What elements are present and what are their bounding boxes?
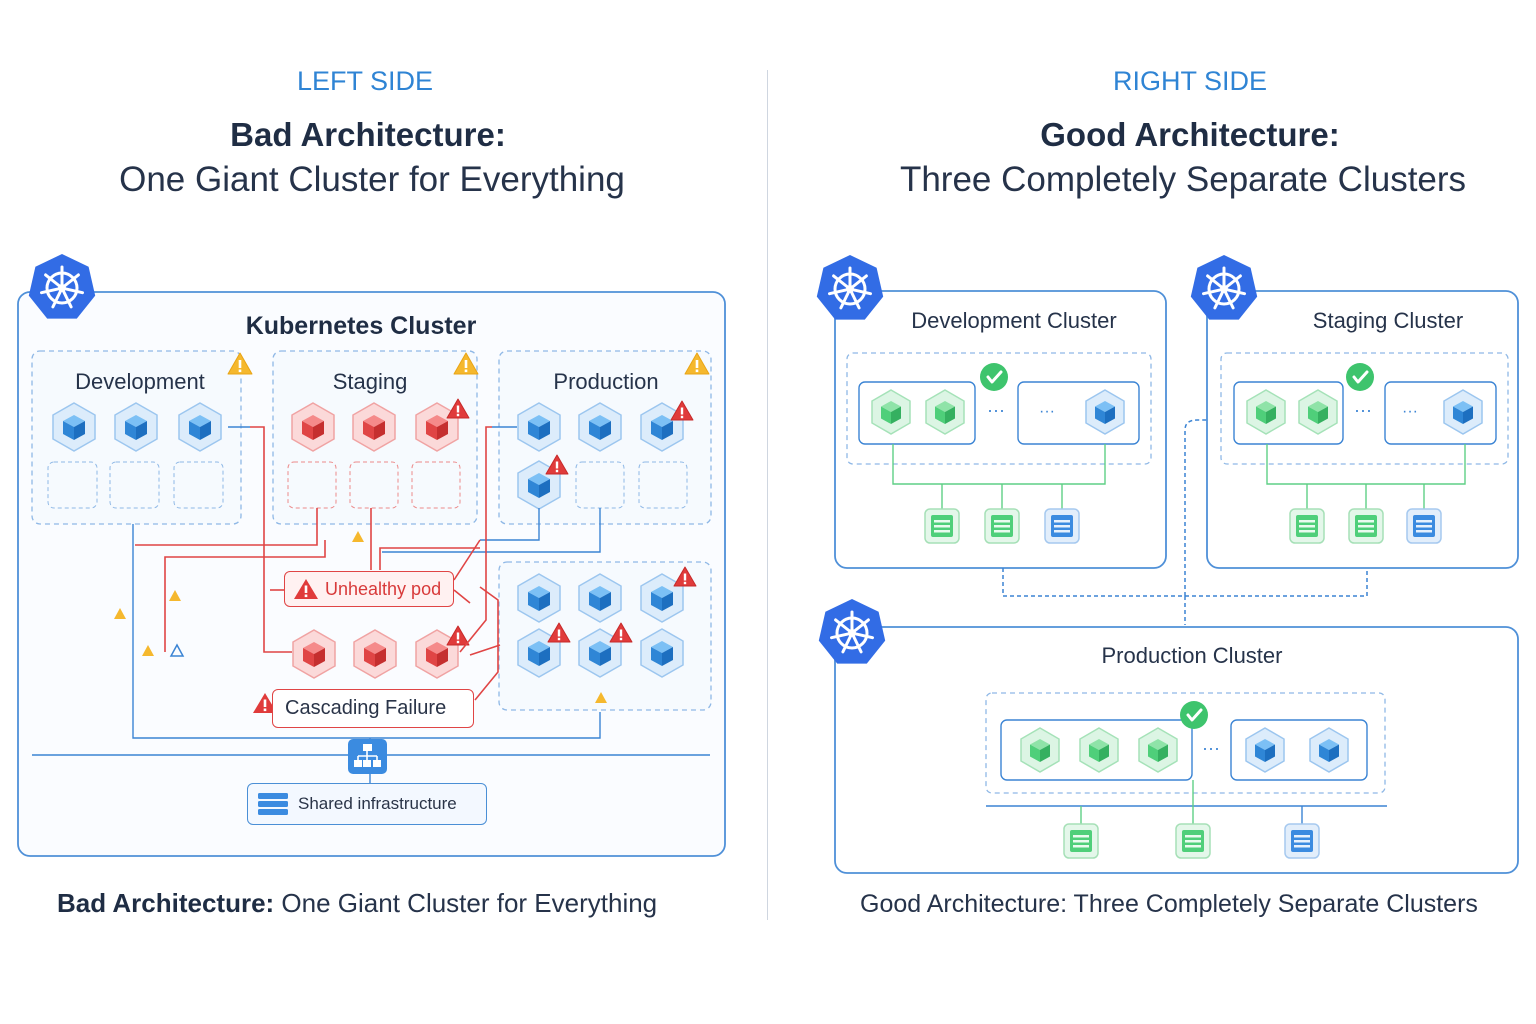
unhealthy-pod-label: Unhealthy pod bbox=[325, 578, 442, 599]
right-title: Good Architecture: bbox=[1040, 116, 1340, 153]
svg-text:···: ··· bbox=[1039, 403, 1055, 420]
svg-text:···: ··· bbox=[1402, 403, 1418, 420]
svg-text:···: ··· bbox=[1354, 400, 1372, 420]
info-triangle-icon bbox=[169, 643, 185, 657]
error-triangle-icon bbox=[294, 579, 318, 599]
network-hub-icon bbox=[348, 739, 387, 774]
server-stack-icon bbox=[1044, 508, 1080, 544]
production-label: Production bbox=[553, 369, 659, 394]
server-stack-icon bbox=[984, 508, 1020, 544]
right-side-label: RIGHT SIDE bbox=[1112, 66, 1268, 96]
right-subtitle: Three Completely Separate Clusters bbox=[899, 160, 1467, 199]
unhealthy-pod-alert: Unhealthy pod bbox=[284, 571, 454, 607]
left-caption: Bad Architecture: One Giant Cluster for … bbox=[57, 888, 657, 919]
server-stack-icon bbox=[1063, 823, 1099, 859]
check-circle-icon bbox=[1344, 361, 1376, 393]
server-stack-icon bbox=[1284, 823, 1320, 859]
left-title: Bad Architecture: bbox=[230, 116, 506, 153]
server-stack-icon bbox=[924, 508, 960, 544]
svg-text:···: ··· bbox=[987, 400, 1005, 420]
server-stack-icon bbox=[258, 793, 288, 815]
left-caption-bold: Bad Architecture: bbox=[57, 888, 275, 918]
server-stack-icon bbox=[1406, 508, 1442, 544]
staging-cluster-frame bbox=[1206, 290, 1519, 569]
development-label: Development bbox=[75, 369, 205, 394]
check-circle-icon bbox=[978, 361, 1010, 393]
staging-label: Staging bbox=[332, 369, 408, 394]
production-cluster-label: Production Cluster bbox=[1101, 643, 1283, 668]
server-stack-icon bbox=[1289, 508, 1325, 544]
development-cluster-frame bbox=[834, 290, 1167, 569]
kubernetes-cluster-label: Kubernetes Cluster bbox=[245, 312, 477, 340]
left-side-label: LEFT SIDE bbox=[296, 66, 434, 96]
check-circle-icon bbox=[1178, 699, 1210, 731]
error-triangle-icon bbox=[253, 693, 277, 713]
right-caption: Good Architecture: Three Completely Sepa… bbox=[860, 890, 1478, 918]
shared-infrastructure-box: Shared infrastructure bbox=[247, 783, 487, 825]
svg-text:···: ··· bbox=[1202, 738, 1220, 758]
development-cluster-label: Development Cluster bbox=[911, 308, 1117, 333]
server-stack-icon bbox=[1175, 823, 1211, 859]
center-divider bbox=[767, 70, 768, 920]
cascading-failure-alert: Cascading Failure bbox=[272, 689, 474, 728]
left-subtitle: One Giant Cluster for Everything bbox=[119, 160, 625, 199]
server-stack-icon bbox=[1348, 508, 1384, 544]
left-caption-rest: One Giant Cluster for Everything bbox=[274, 888, 658, 918]
staging-cluster-label: Staging Cluster bbox=[1312, 308, 1464, 333]
cascading-failure-label: Cascading Failure bbox=[285, 697, 447, 719]
shared-infrastructure-label: Shared infrastructure bbox=[298, 794, 457, 813]
